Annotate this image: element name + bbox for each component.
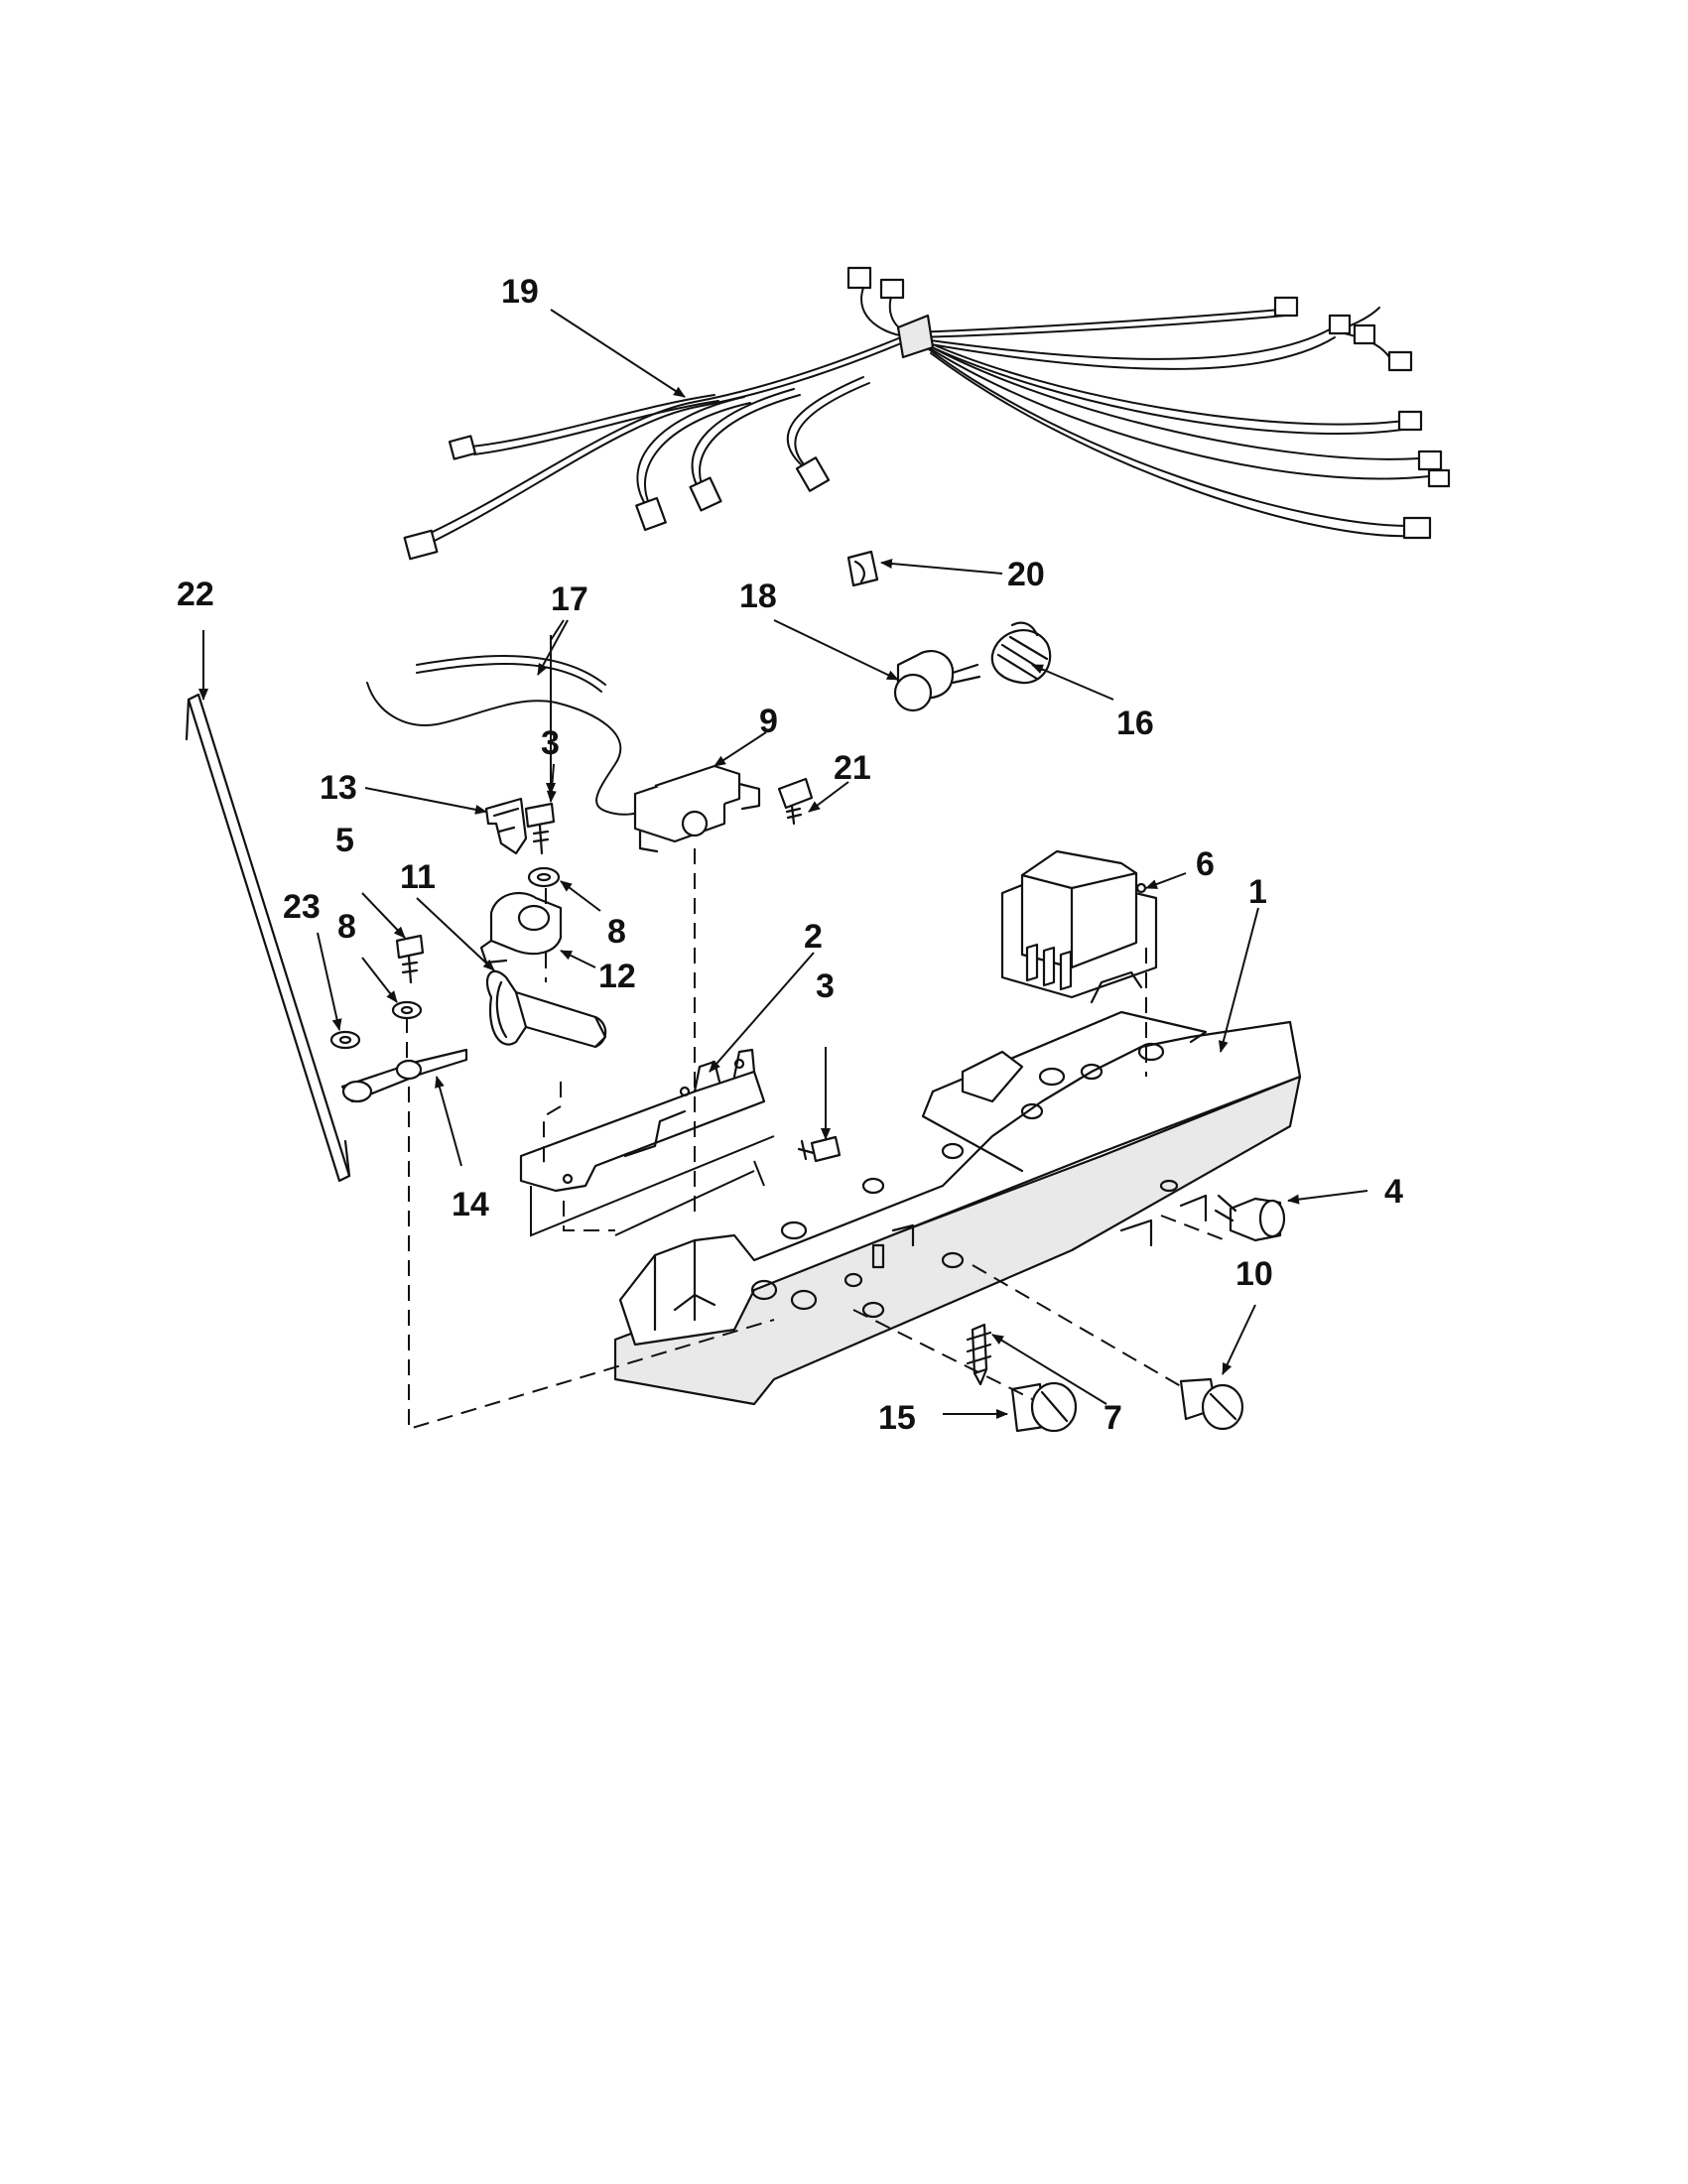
callout-22: 22: [177, 576, 214, 613]
callout-1: 1: [1248, 873, 1267, 911]
washer-rod[interactable]: [329, 1030, 361, 1050]
callout-8-lower: 8: [337, 908, 356, 946]
callout-5: 5: [335, 822, 354, 859]
socket-clip[interactable]: [846, 550, 879, 587]
callout-6: 6: [1196, 845, 1215, 883]
door-switch[interactable]: [1214, 1194, 1286, 1242]
callout-3-lower: 3: [816, 967, 835, 1005]
assembly-lines: [406, 848, 1227, 1431]
wire-harness[interactable]: [403, 266, 1451, 561]
callout-18: 18: [739, 578, 777, 615]
lamp-socket[interactable]: [990, 621, 1052, 685]
callout-7: 7: [1104, 1399, 1122, 1437]
washer-upper[interactable]: [527, 866, 561, 888]
screw-lower[interactable]: [797, 1135, 842, 1163]
callout-15: 15: [878, 1399, 916, 1437]
cold-control-thermostat[interactable]: [633, 764, 761, 853]
spring-clip[interactable]: [484, 797, 528, 855]
callout-23: 23: [283, 888, 321, 926]
screw-21[interactable]: [777, 777, 814, 826]
callout-9: 9: [759, 703, 778, 740]
knob-right[interactable]: [1179, 1377, 1244, 1431]
callout-2: 2: [804, 918, 823, 956]
callout-10: 10: [1235, 1255, 1273, 1293]
callout-17: 17: [551, 580, 588, 618]
washer-lower[interactable]: [391, 1000, 423, 1020]
callout-3-upper: 3: [541, 724, 560, 762]
control-rod[interactable]: [185, 693, 351, 1183]
control-housing[interactable]: [613, 970, 1302, 1406]
callout-14: 14: [452, 1186, 489, 1223]
callout-labels: 19 20 18 16 17 22 9 21 3 13 5 11 8 12 23…: [177, 273, 1403, 1437]
light-bulb[interactable]: [893, 649, 981, 712]
callout-12: 12: [598, 958, 636, 995]
callout-4: 4: [1384, 1173, 1403, 1211]
callout-19: 19: [501, 273, 539, 311]
callout-8-upper: 8: [607, 913, 626, 951]
control-shaft[interactable]: [485, 969, 607, 1049]
screw-left[interactable]: [395, 934, 425, 984]
screw-upper[interactable]: [524, 802, 556, 855]
capillary-tube[interactable]: [366, 655, 686, 816]
housing-screw[interactable]: [966, 1323, 992, 1386]
knob-left[interactable]: [1010, 1381, 1078, 1433]
thermostat-bracket[interactable]: [519, 1048, 766, 1193]
control-module[interactable]: [1000, 849, 1158, 999]
callout-leaders: [198, 309, 1368, 1419]
link-arm[interactable]: [340, 1048, 468, 1103]
callout-13: 13: [320, 769, 357, 807]
callout-16: 16: [1116, 705, 1154, 742]
callout-21: 21: [834, 749, 871, 787]
assembly-solid-lines: [530, 1135, 775, 1237]
callout-20: 20: [1007, 556, 1045, 593]
shaft-bracket[interactable]: [479, 891, 563, 964]
callout-11: 11: [400, 858, 436, 896]
